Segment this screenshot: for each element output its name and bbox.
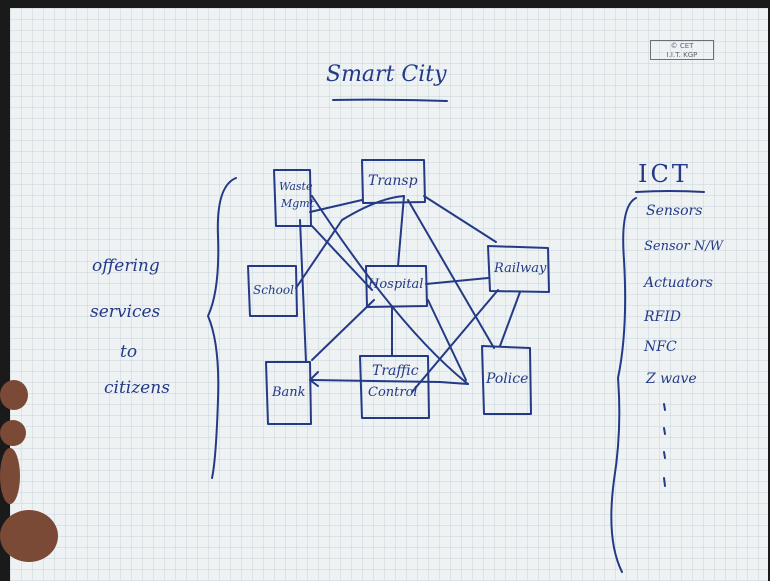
ict-item-z-wave: Z wave: [646, 371, 697, 387]
connector: [299, 219, 307, 363]
bank-box: [265, 361, 312, 425]
connector: [311, 379, 469, 385]
node-bank: Bank: [272, 385, 306, 400]
node-traffic-line-1: Traffic: [372, 363, 419, 379]
ellipsis-dot: [663, 403, 666, 411]
connector: [411, 289, 499, 393]
connector: [427, 299, 467, 381]
presenter-finger: [0, 380, 28, 410]
connector: [499, 291, 521, 347]
connector: [397, 195, 405, 267]
title-underline: [332, 98, 448, 102]
connector: [309, 199, 363, 213]
copyright-stamp: © CET I.I.T. KGP: [650, 40, 714, 60]
ellipsis-dot: [663, 477, 666, 487]
ict-item-sensor-network: Sensor N/W: [644, 239, 723, 254]
transport-box: [361, 159, 426, 204]
presenter-finger: [0, 510, 58, 562]
page-title: Smart City: [326, 62, 447, 87]
ellipsis-dot: [663, 427, 666, 435]
side-note-line-4: citizens: [104, 378, 170, 398]
side-note-line-3: to: [120, 342, 138, 362]
side-note-line-2: services: [90, 302, 161, 322]
side-note-line-1: offering: [92, 256, 160, 276]
ict-item-actuators: Actuators: [644, 275, 713, 291]
grid-paper: [10, 8, 768, 581]
node-railway: Railway: [494, 261, 547, 276]
presenter-finger: [0, 448, 20, 504]
node-transport: Transp: [368, 173, 418, 189]
connector: [423, 195, 497, 243]
railway-box: [487, 245, 550, 293]
ict-item-nfc: NFC: [644, 339, 677, 355]
node-police: Police: [486, 371, 529, 387]
left-brace: [207, 177, 237, 479]
connector: [407, 199, 495, 349]
stamp-line-2: I.I.T. KGP: [666, 51, 698, 59]
node-school: School: [253, 283, 294, 297]
connector: [311, 195, 469, 385]
ict-heading: ICT: [638, 160, 691, 188]
node-hospital: Hospital: [368, 277, 424, 292]
arrow-head: [309, 371, 319, 387]
connector: [311, 299, 375, 361]
connector: [295, 195, 405, 289]
traffic-box: [359, 355, 430, 419]
ict-underline: [635, 190, 705, 193]
police-box: [481, 345, 532, 415]
connector: [311, 225, 373, 291]
hospital-box: [365, 265, 428, 308]
node-waste-line-1: Waste: [279, 180, 313, 193]
node-waste-line-2: Mgmt: [281, 197, 315, 210]
ellipsis-dot: [663, 451, 666, 459]
connector: [425, 277, 489, 285]
node-traffic-line-2: Control: [368, 385, 418, 400]
presenter-finger: [0, 420, 26, 446]
ict-item-rfid: RFID: [644, 309, 682, 325]
right-brace: [610, 197, 637, 573]
stamp-line-1: © CET: [670, 42, 694, 50]
school-box: [247, 265, 298, 317]
ict-item-sensors: Sensors: [646, 203, 703, 219]
